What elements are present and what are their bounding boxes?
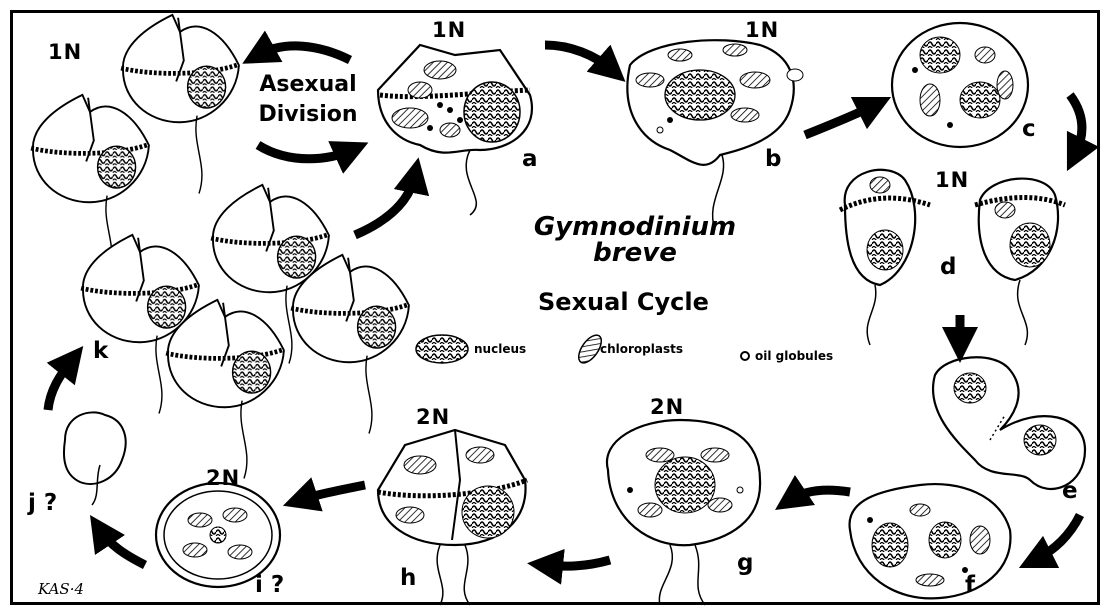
arrow-g-to-h xyxy=(545,560,610,566)
stage-label-f: f xyxy=(965,572,975,598)
cell-a xyxy=(378,45,532,215)
cell-k-3 xyxy=(291,255,409,434)
cell-d-right xyxy=(975,179,1065,345)
diagram-subtitle: Sexual Cycle xyxy=(538,288,709,316)
arrow-b-to-c xyxy=(805,105,875,135)
nucleus-icon xyxy=(416,335,468,363)
ploidy-label-top-left: 1N xyxy=(48,40,82,64)
stage-label-j: j ? xyxy=(28,490,57,516)
ploidy-label-h: 2N xyxy=(416,405,450,429)
asexual-division-label: Asexual Division xyxy=(238,70,378,130)
cell-d-left xyxy=(840,170,930,345)
title-line1: Gymnodinium xyxy=(515,214,755,240)
ploidy-label-d: 1N xyxy=(935,168,969,192)
legend-nucleus-label: nucleus xyxy=(474,342,526,356)
cell-c xyxy=(892,23,1028,147)
legend-chloroplasts-label: chloroplasts xyxy=(600,342,683,356)
arrow-k-to-a xyxy=(355,175,415,235)
artist-signature: KAS·4 xyxy=(38,580,84,598)
arrow-a-to-b xyxy=(545,45,612,70)
arrow-i-to-j xyxy=(100,530,145,565)
diagram-title: Gymnodinium breve xyxy=(515,214,755,266)
cell-k-4 xyxy=(166,300,284,479)
legend-oil-globules-label: oil globules xyxy=(755,349,833,363)
asexual-label-line1: Asexual xyxy=(238,70,378,100)
stage-label-e: e xyxy=(1062,478,1078,504)
arrow-asexual-top xyxy=(258,46,350,60)
arrow-asexual-bottom xyxy=(258,145,352,159)
ploidy-label-g: 2N xyxy=(650,395,684,419)
title-line2: breve xyxy=(515,240,755,266)
stage-label-d: d xyxy=(940,254,956,280)
stage-label-b: b xyxy=(765,146,781,172)
arrow-j-to-k xyxy=(48,360,72,410)
arrow-e-to-f xyxy=(1035,515,1080,560)
cell-b xyxy=(627,40,803,230)
oil-globule-icon xyxy=(741,352,749,360)
asexual-label-line2: Division xyxy=(238,100,378,130)
stage-label-c: c xyxy=(1022,116,1036,142)
ploidy-label-b: 1N xyxy=(745,18,779,42)
cell-e xyxy=(933,357,1085,489)
stage-label-g: g xyxy=(737,550,753,576)
cell-j xyxy=(64,412,126,505)
arrow-c-to-d xyxy=(1070,95,1082,155)
ploidy-label-i: 2N xyxy=(206,466,240,490)
stage-label-a: a xyxy=(522,146,538,172)
cell-g xyxy=(607,420,760,605)
stage-label-k: k xyxy=(93,338,108,364)
stage-label-h: h xyxy=(400,565,416,591)
arrow-f-to-g xyxy=(790,490,850,500)
arrow-h-to-i xyxy=(300,485,365,500)
ploidy-label-a: 1N xyxy=(432,18,466,42)
cell-f xyxy=(850,484,1011,598)
stage-label-i: i ? xyxy=(255,572,284,598)
